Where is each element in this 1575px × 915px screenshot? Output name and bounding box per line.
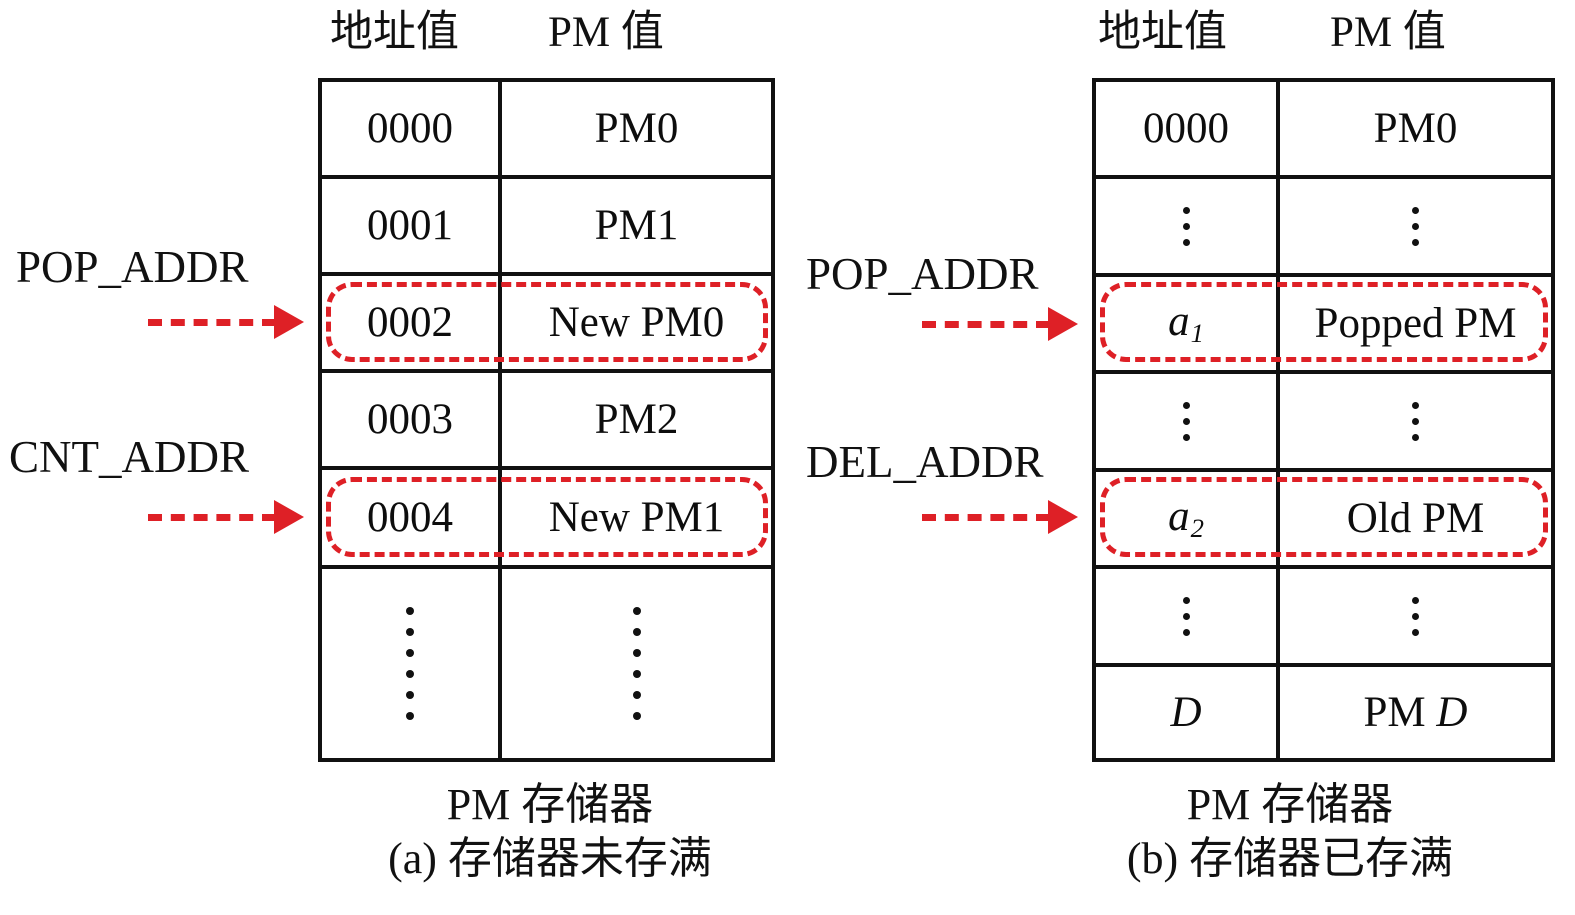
vertical-ellipsis-icon xyxy=(632,607,641,720)
cell-value: Popped PM xyxy=(1314,300,1517,347)
pointer-label-cnt-addr-a: CNT_ADDR xyxy=(9,432,250,482)
panel-b-caption-line1: PM 存储器 xyxy=(1186,780,1394,829)
cell-address-var: a2 xyxy=(1168,492,1204,544)
arrow-shaft xyxy=(922,513,1050,521)
cell-address-ellipsis xyxy=(1096,179,1280,273)
cell-value-ellipsis xyxy=(1280,179,1551,273)
panel-a-memory-table: 0000 PM0 0001 PM1 0002 New PM0 0003 PM2 … xyxy=(318,78,775,762)
cell-address: 0000 xyxy=(322,82,502,175)
table-row-ellipsis xyxy=(1096,569,1551,667)
table-row-ellipsis xyxy=(1096,179,1551,277)
panel-b-caption: PM 存储器 (b) 存储器已存满 xyxy=(1010,778,1570,885)
vertical-ellipsis-icon xyxy=(1412,206,1419,246)
cell-value-ellipsis xyxy=(502,569,771,758)
pointer-arrow-pop-addr-b xyxy=(922,307,1078,341)
cell-value: New PM1 xyxy=(548,494,725,541)
arrow-shaft xyxy=(922,320,1050,328)
panel-a-caption-line2: (a) 存储器未存满 xyxy=(388,833,712,883)
table-row[interactable]: D PM D xyxy=(1096,667,1551,758)
cell-address-var: a1 xyxy=(1168,297,1204,349)
cell-address: a2 xyxy=(1096,472,1280,565)
cell-address-ellipsis xyxy=(1096,374,1280,468)
panel-b-caption-line2: (b) 存储器已存满 xyxy=(1126,833,1454,883)
cell-address: 0000 xyxy=(1096,82,1280,175)
pointer-label-pop-addr-b: POP_ADDR xyxy=(806,249,1039,299)
cell-value-prefix: PM xyxy=(1363,689,1437,736)
table-row-highlighted[interactable]: 0004 New PM1 xyxy=(322,470,771,569)
vertical-ellipsis-icon xyxy=(1182,206,1190,246)
cell-address: a1 xyxy=(1096,277,1280,370)
cell-address-var: D xyxy=(1170,689,1202,736)
cell-value: PM0 xyxy=(594,105,679,152)
table-row[interactable]: 0001 PM1 xyxy=(322,179,771,276)
panel-b-address-header: 地址值 xyxy=(1098,9,1227,56)
cell-value: Old PM xyxy=(1346,495,1485,542)
cell-address: 0001 xyxy=(322,179,502,272)
cell-address-ellipsis xyxy=(322,569,502,758)
cell-value-ellipsis xyxy=(1280,374,1551,468)
cell-value: New PM0 xyxy=(548,299,725,346)
vertical-ellipsis-icon xyxy=(1412,401,1419,441)
table-row-highlighted[interactable]: a2 Old PM xyxy=(1096,472,1551,569)
pointer-arrow-del-addr-b xyxy=(922,500,1078,534)
pointer-label-del-addr-b: DEL_ADDR xyxy=(806,437,1044,487)
arrow-head-icon xyxy=(274,305,304,339)
pointer-arrow-cnt-addr-a xyxy=(148,500,304,534)
cell-value: PM1 xyxy=(594,202,679,249)
cell-address: 0003 xyxy=(322,373,502,466)
table-row[interactable]: 0000 PM0 xyxy=(322,82,771,179)
panel-b-memory-table: 0000 PM0 a1 Popped PM a2 Old PM xyxy=(1092,78,1555,762)
table-row[interactable]: 0000 PM0 xyxy=(1096,82,1551,179)
table-row-ellipsis xyxy=(1096,374,1551,472)
cell-value: PM D xyxy=(1280,667,1551,758)
table-row-highlighted[interactable]: a1 Popped PM xyxy=(1096,277,1551,374)
arrow-shaft xyxy=(148,318,276,326)
cell-value-var: D xyxy=(1436,689,1468,736)
arrow-head-icon xyxy=(274,500,304,534)
cell-address: 0004 xyxy=(322,470,502,565)
cell-address: D xyxy=(1096,667,1280,758)
arrow-shaft xyxy=(148,513,276,521)
cell-value-ellipsis xyxy=(1280,569,1551,663)
vertical-ellipsis-icon xyxy=(1412,596,1419,636)
cell-address: 0002 xyxy=(322,276,502,369)
panel-a-caption: PM 存储器 (a) 存储器未存满 xyxy=(260,778,840,885)
cell-value: PM2 xyxy=(594,396,679,443)
arrow-head-icon xyxy=(1048,500,1078,534)
vertical-ellipsis-icon xyxy=(406,607,414,720)
table-row-ellipsis xyxy=(322,569,771,758)
panel-a-value-header: PM 值 xyxy=(548,9,664,56)
panel-a-caption-line1: PM 存储器 xyxy=(446,780,654,829)
table-row-highlighted[interactable]: 0002 New PM0 xyxy=(322,276,771,373)
pointer-label-pop-addr-a: POP_ADDR xyxy=(16,242,249,292)
table-row[interactable]: 0003 PM2 xyxy=(322,373,771,470)
panel-a-address-header: 地址值 xyxy=(330,9,459,56)
arrow-head-icon xyxy=(1048,307,1078,341)
panel-b-value-header: PM 值 xyxy=(1330,9,1446,56)
vertical-ellipsis-icon xyxy=(1182,401,1190,441)
pointer-arrow-pop-addr-a xyxy=(148,305,304,339)
cell-value: PM0 xyxy=(1373,105,1458,152)
vertical-ellipsis-icon xyxy=(1182,596,1190,636)
cell-address-ellipsis xyxy=(1096,569,1280,663)
